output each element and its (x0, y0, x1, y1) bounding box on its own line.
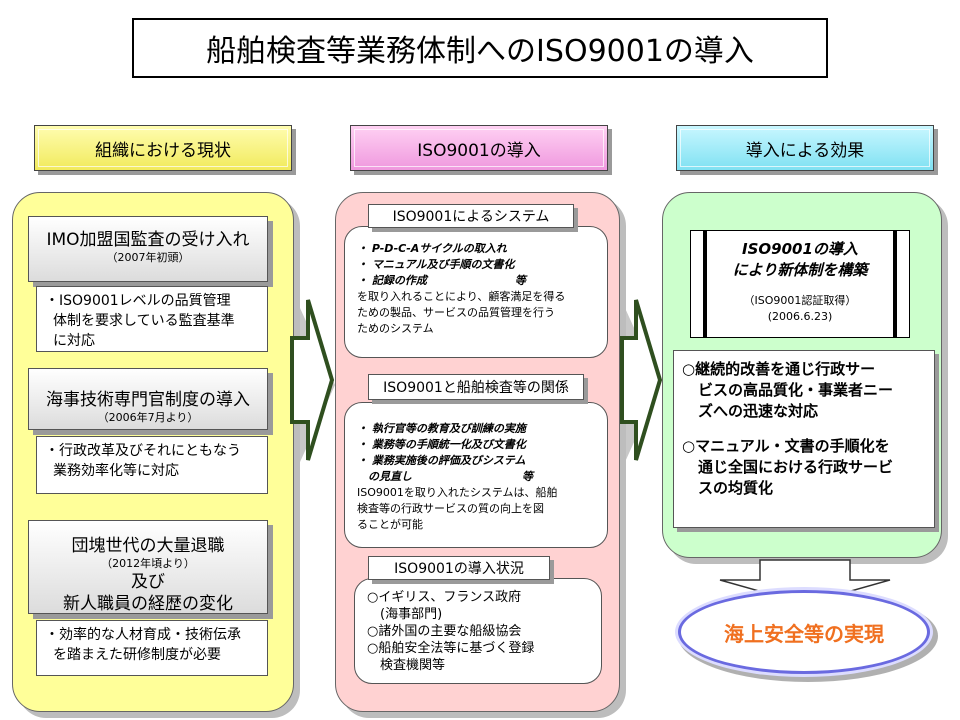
iso-relation-header: ISO9001と船舶検査等の関係 (368, 374, 584, 400)
retirement-heading: 団塊世代の大量退職 (71, 536, 225, 556)
new-system-frame: ISO9001の導入 により新体制を構築 （ISO9001認証取得） (2006… (690, 230, 910, 338)
iso-system-header: ISO9001によるシステム (368, 204, 574, 228)
imo-audit-detail: ・ISO9001レベルの品質管理 体制を要求している監査基準 に対応 (36, 286, 268, 352)
iso-system-box: ・ P-D-C-Aサイクルの取入れ ・ マニュアル及び手順の文書化 ・ 記録の作… (344, 226, 608, 358)
new-system-title-2: により新体制を構築 (732, 261, 868, 279)
new-system-title: ISO9001の導入 (742, 240, 858, 258)
detail-line: ・ISO9001レベルの品質管理 (45, 293, 231, 309)
frame-bar-right (893, 231, 897, 337)
certification-date: (2006.6.23) (767, 310, 833, 323)
iso-relation-text: 検査等の行政サービスの質の向上を図 (357, 502, 544, 515)
header-label: 導入による効果 (745, 140, 865, 161)
result-ellipse: 海上安全等の実現 (678, 590, 930, 674)
header-label: ISO9001の導入 (417, 140, 541, 161)
retirement-heading-2: 新人職員の経歴の変化 (63, 594, 233, 614)
detail-line: 業務効率化等に対応 (53, 463, 179, 479)
iso-system-text: ための製品、サービスの品質管理を行う (357, 306, 555, 319)
effect-line: ○継続的改善を通じ行政サー (682, 360, 876, 378)
detail-line: を踏まえた研修制度が必要 (53, 647, 221, 663)
effect-line: ズへの迅速な対応 (698, 402, 819, 420)
iso-system-bullet: ・ 記録の作成 等 (357, 274, 526, 287)
iso-status-box: ○イギリス、フランス政府 (海事部門) ○諸外国の主要な船級協会 ○船舶安全法等… (354, 578, 602, 684)
header-current-state: 組織における現状 (34, 125, 292, 171)
iso-system-bullet: ・ マニュアル及び手順の文書化 (357, 258, 515, 271)
certification-label: （ISO9001認証取得） (743, 294, 857, 307)
retirement-box: 団塊世代の大量退職 （2012年頃より） 及び 新人職員の経歴の変化 (28, 520, 268, 614)
imo-audit-sub: （2007年初頭） (106, 251, 190, 264)
page-title: 船舶検査等業務体制へのISO9001の導入 (132, 18, 828, 78)
iso-relation-bullet: ・ 業務等の手順統一化及び文書化 (357, 438, 526, 451)
marine-tech-detail: ・行政改革及びそれにともなう 業務効率化等に対応 (36, 436, 268, 494)
iso-system-text: ためのシステム (357, 322, 434, 335)
iso-status-line: ○イギリス、フランス政府 (367, 590, 522, 605)
retirement-sub: （2012年頃より） (101, 557, 195, 570)
header-effects: 導入による効果 (676, 125, 934, 171)
section-header-label: ISO9001によるシステム (392, 209, 550, 225)
iso-status-line: (海事部門) (367, 607, 443, 622)
imo-audit-box: IMO加盟国監査の受け入れ （2007年初頭） (28, 216, 268, 282)
iso-system-text: を取り入れることにより、顧客満足を得る (357, 290, 566, 303)
iso-relation-bullet: ・ 業務実施後の評価及びシステム (357, 454, 526, 467)
marine-tech-box: 海事技術専門官制度の導入 （2006年7月より） (28, 368, 268, 430)
effect-line: スの均質化 (698, 479, 774, 497)
header-label: 組織における現状 (95, 140, 231, 161)
detail-line: 体制を要求している監査基準 (53, 313, 235, 329)
header-iso-introduction: ISO9001の導入 (350, 125, 608, 171)
iso-relation-bullet: の見直し 等 (357, 470, 533, 483)
result-label: 海上安全等の実現 (724, 621, 884, 646)
iso-relation-text: ISO9001を取り入れたシステムは、船舶 (357, 486, 558, 499)
detail-line: ・効率的な人材育成・技術伝承 (45, 627, 241, 643)
iso-system-bullet: ・ P-D-C-Aサイクルの取入れ (357, 242, 507, 255)
iso-relation-box: ・ 執行官等の教育及び訓練の実施 ・ 業務等の手順統一化及び文書化 ・ 業務実施… (344, 402, 608, 548)
frame-bar-left (703, 231, 707, 337)
iso-relation-bullet: ・ 執行官等の教育及び訓練の実施 (357, 422, 526, 435)
imo-audit-heading: IMO加盟国監査の受け入れ (46, 230, 250, 250)
marine-tech-heading: 海事技術専門官制度の導入 (46, 390, 250, 410)
iso-relation-text: ることが可能 (357, 518, 423, 531)
detail-line: に対応 (53, 333, 95, 349)
detail-line: ・行政改革及びそれにともなう (45, 443, 241, 459)
iso-status-line: 検査機関等 (367, 658, 446, 673)
retirement-detail: ・効率的な人材育成・技術伝承 を踏まえた研修制度が必要 (36, 620, 268, 676)
retirement-and: 及び (131, 572, 165, 592)
iso-status-header: ISO9001の導入状況 (368, 556, 550, 580)
iso-status-line: ○船舶安全法等に基づく登録 (367, 641, 535, 656)
section-header-label: ISO9001と船舶検査等の関係 (383, 380, 569, 396)
effects-box: ○継続的改善を通じ行政サー ビスの高品質化・事業者ニー ズへの迅速な対応 ○マニ… (673, 350, 935, 528)
section-header-label: ISO9001の導入状況 (394, 561, 524, 577)
iso-status-line: ○諸外国の主要な船級協会 (367, 624, 522, 639)
marine-tech-sub: （2006年7月より） (97, 411, 199, 424)
effect-line: ビスの高品質化・事業者ニー (698, 381, 894, 399)
effect-line: 通じ全国における行政サービ (698, 458, 894, 476)
effect-line: ○マニュアル・文書の手順化を (682, 437, 890, 455)
